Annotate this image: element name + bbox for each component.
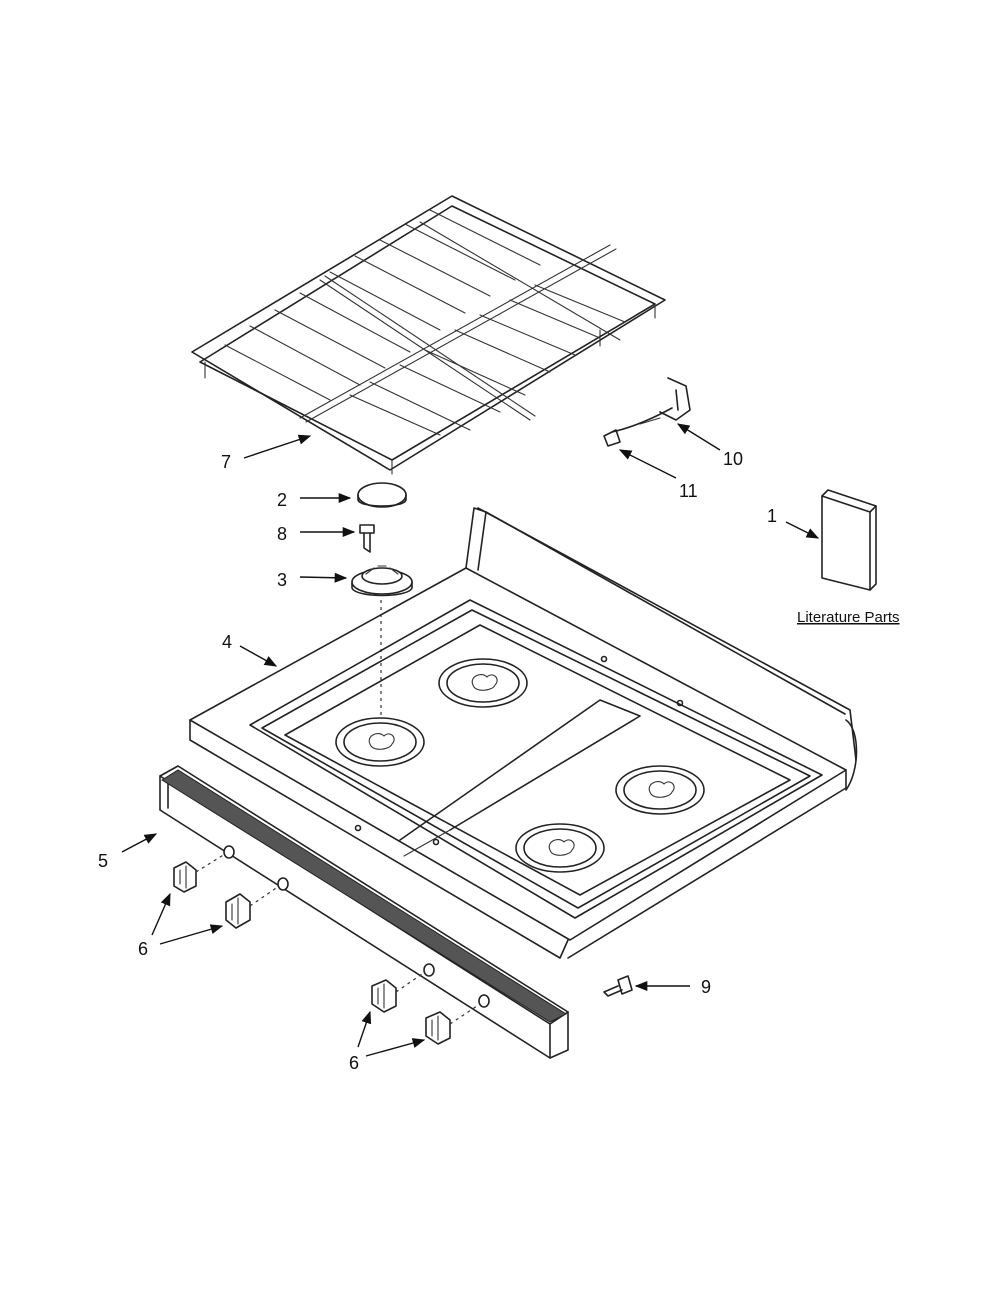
burner-base [351, 565, 413, 597]
burner-cap [357, 482, 407, 508]
callout-1: 1 [767, 506, 777, 526]
burner-well-rear-right [615, 765, 705, 815]
igniter-bracket [659, 377, 691, 421]
burner-grate [191, 195, 666, 475]
leader-lines [121, 423, 820, 1057]
callout-6-left: 6 [138, 939, 148, 959]
callout-10: 10 [723, 449, 743, 469]
control-knob [225, 893, 251, 929]
control-knob [425, 1011, 451, 1045]
literature-parts-label: Literature Parts [797, 609, 900, 626]
callout-6-right: 6 [349, 1053, 359, 1073]
callout-5: 5 [98, 851, 108, 871]
burner-well-rear-left [438, 658, 528, 708]
callout-8: 8 [277, 524, 287, 544]
callout-11: 11 [679, 481, 698, 501]
literature-booklet [821, 489, 877, 591]
panel-screw [603, 975, 633, 997]
burner-well-front-right [515, 823, 605, 873]
callout-4: 4 [222, 632, 232, 652]
manifold-panel [159, 765, 569, 1059]
callout-2: 2 [277, 490, 287, 510]
callout-3: 3 [277, 570, 287, 590]
main-top [189, 507, 858, 959]
callout-9: 9 [701, 977, 711, 997]
spark-electrode [603, 407, 673, 447]
burner-screw [359, 524, 375, 553]
burner-well-front-left [335, 717, 425, 767]
control-knob [371, 979, 397, 1013]
control-knob [173, 861, 197, 893]
callout-7: 7 [221, 452, 231, 472]
